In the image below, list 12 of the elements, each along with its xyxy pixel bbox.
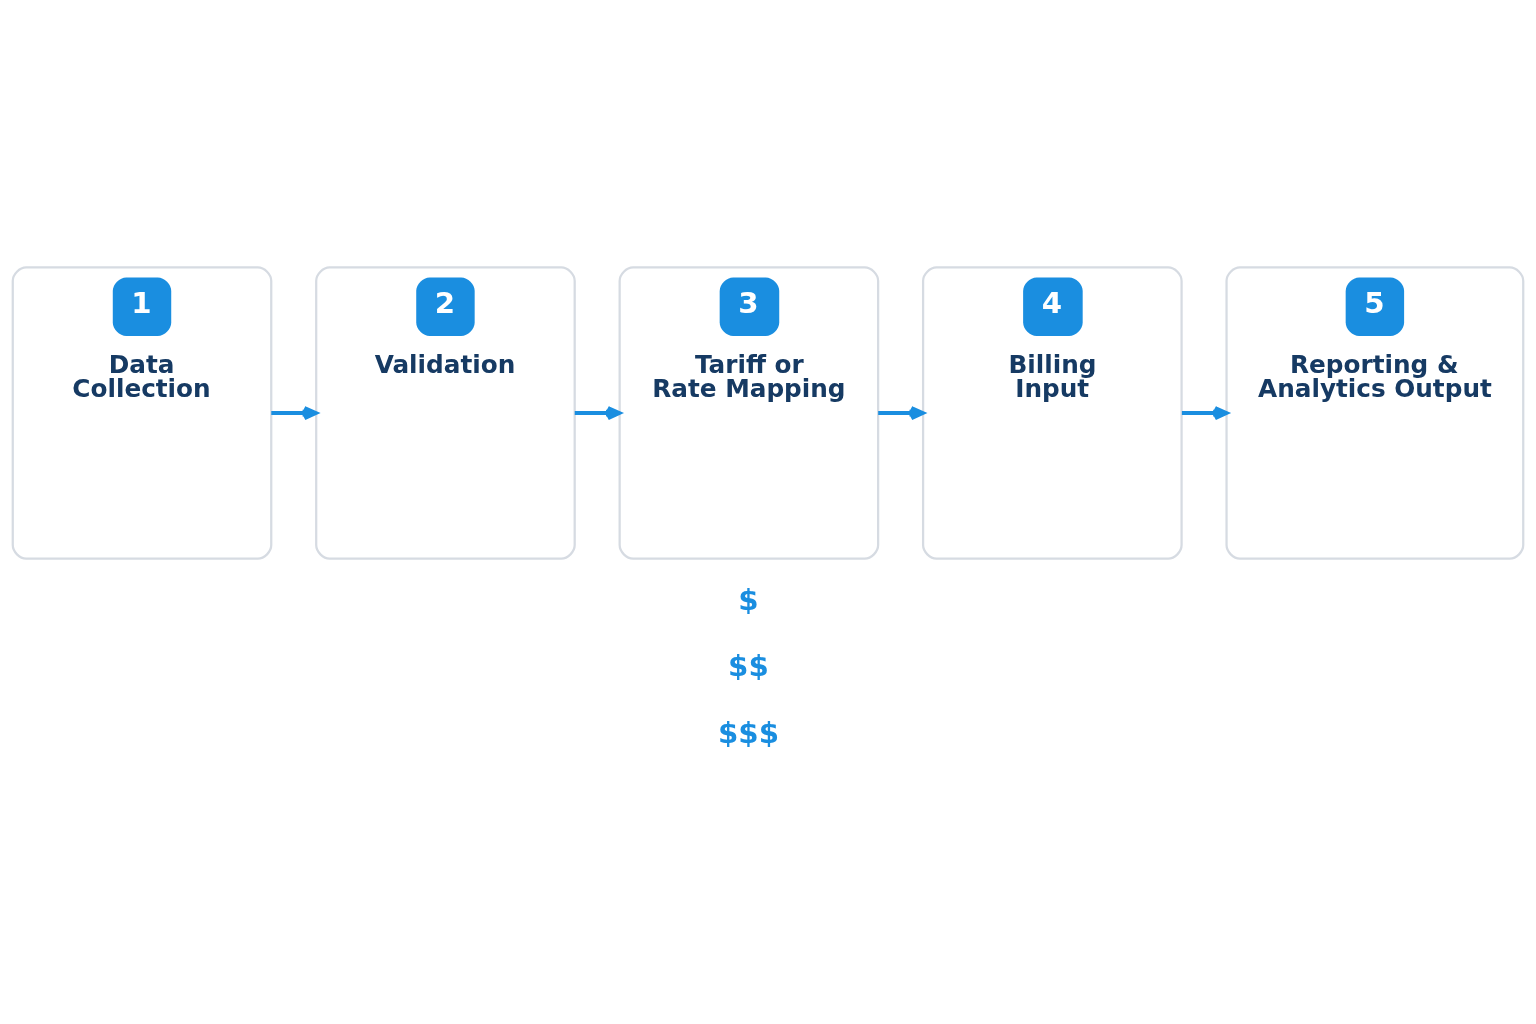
- node-box: 2 Validation: [315, 265, 576, 560]
- label: $: [738, 582, 759, 617]
- label: $$$: [717, 715, 779, 750]
- arrow: [1181, 405, 1229, 420]
- node-box: 5 Reporting & Analytics Output: [1225, 265, 1525, 560]
- arrow: [878, 405, 925, 420]
- arrow: [271, 405, 318, 420]
- label: $$: [728, 648, 769, 683]
- node-box: 4 Billing Input: [921, 265, 1183, 560]
- node-box: 3 Tariff or Rate Mapping: [618, 265, 880, 560]
- arrow: [574, 405, 622, 420]
- node-box: 1 Data Collection: [11, 265, 273, 560]
